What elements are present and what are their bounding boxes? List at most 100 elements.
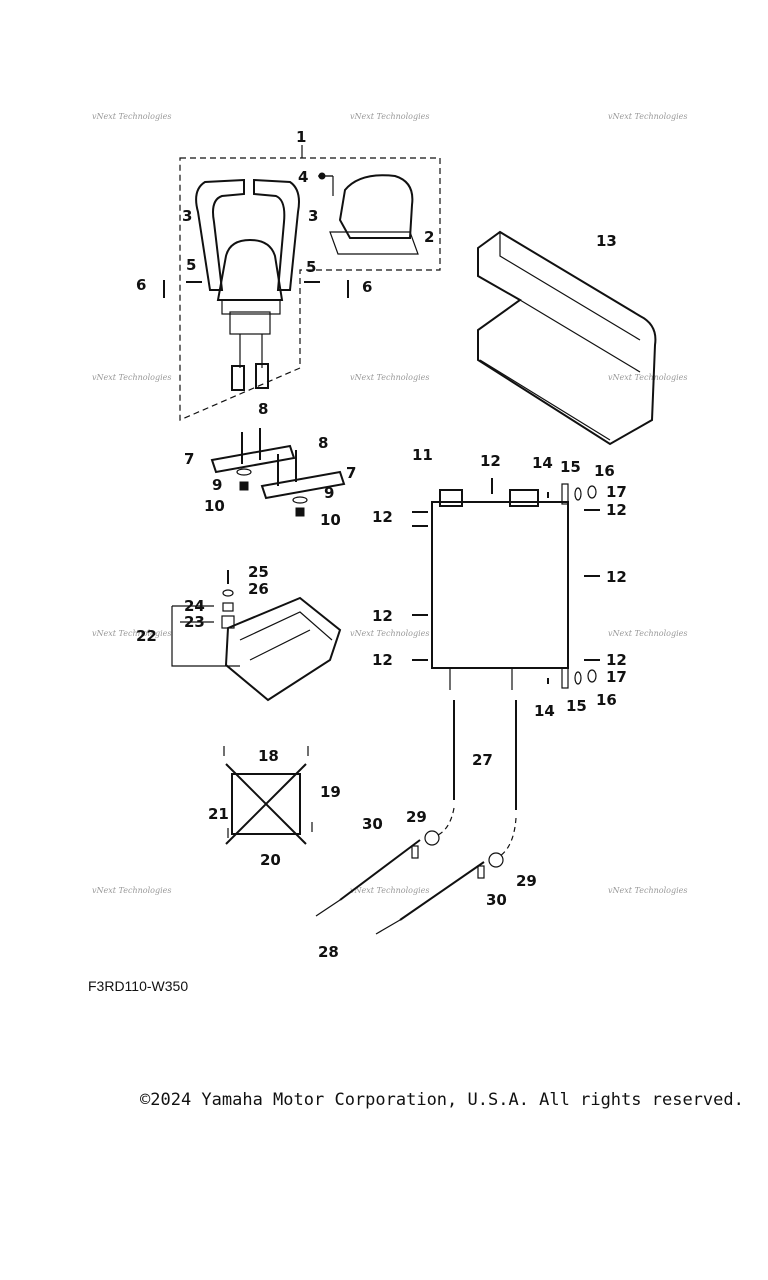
remote-mechanism [229,311,271,335]
callout-29: 29 [516,872,537,890]
callout-30: 30 [362,815,383,833]
callout-1: 1 [296,128,306,146]
watermarks: vNext Technologies vNext Technologies vN… [92,112,687,895]
part-13-detail [479,232,641,441]
grommet-15 [561,483,569,505]
screws-12 [412,478,600,661]
callout-12: 12 [480,452,501,470]
callout-8: 8 [318,434,328,452]
washer-17 [587,669,597,683]
callout-12: 12 [606,651,627,669]
collar-24 [222,602,234,612]
watermark: vNext Technologies [350,629,429,638]
remote-control-body [216,238,284,301]
screws-upper [163,172,349,298]
part-13-cover [477,230,657,446]
nut-10 [239,481,249,491]
callout-17: 17 [606,483,627,501]
watermark: vNext Technologies [92,886,171,895]
grommet-15 [561,667,569,689]
callout-15: 15 [560,458,581,476]
callout-18: 18 [258,747,279,765]
callout-26: 26 [248,580,269,598]
assembly-1-outline [179,157,441,421]
seal-30 [411,845,419,859]
callout-6: 6 [362,278,372,296]
callout-10: 10 [320,511,341,529]
callout-6: 6 [136,276,146,294]
callout-9: 9 [324,484,334,502]
part-3-right-bracket [253,178,300,291]
callout-3: 3 [308,207,318,225]
part-7-bracket-right [260,470,346,500]
callout-12: 12 [372,651,393,669]
washer-9 [236,468,252,476]
collar-16 [574,487,582,501]
part-2-base [329,231,419,255]
callout-13: 13 [596,232,617,250]
watermark: vNext Technologies [350,886,429,895]
part-22-module [224,596,342,702]
callout-29: 29 [406,808,427,826]
callout-5: 5 [186,256,196,274]
callout-19: 19 [320,783,341,801]
remote-base [221,299,281,315]
connector-29 [424,830,440,846]
callout-7: 7 [184,450,194,468]
callout-23: 23 [184,613,205,631]
callout-28: 28 [318,943,339,961]
watermark: vNext Technologies [608,886,687,895]
washer-9 [292,496,308,504]
watermark: vNext Technologies [92,373,171,382]
cable-28-end [375,919,401,935]
connection-guide [435,807,455,837]
callout-30: 30 [486,891,507,909]
connector-left [231,365,245,391]
watermark: vNext Technologies [350,373,429,382]
watermark: vNext Technologies [608,112,687,121]
watermark: vNext Technologies [608,629,687,638]
connection-guide [499,817,517,857]
callout-9: 9 [212,476,222,494]
watermark: vNext Technologies [608,373,687,382]
board-connector-left [439,489,463,507]
washer-17 [587,485,597,499]
watermark: vNext Technologies [92,629,171,638]
part-3-left-bracket [195,178,245,291]
watermark: vNext Technologies [350,112,429,121]
cable-28-upper [339,839,421,901]
small-parts-14-17 [547,483,597,689]
nut-10 [295,507,305,517]
callout-labels: 1 2 3 3 4 5 5 6 6 7 7 8 8 9 9 10 10 11 1… [136,128,627,961]
leader [171,605,240,667]
callout-16: 16 [594,462,615,480]
callout-12: 12 [372,607,393,625]
washer-26 [222,589,234,597]
part-22-detail [239,611,333,661]
callout-12: 12 [606,568,627,586]
callout-20: 20 [260,851,281,869]
callout-2: 2 [424,228,434,246]
watermark: vNext Technologies [92,112,171,121]
collar-16 [574,671,582,685]
callout-12: 12 [606,501,627,519]
part-11-board [431,501,569,669]
callout-12: 12 [372,508,393,526]
callout-14: 14 [532,454,553,472]
part-2-control-head [338,174,414,239]
connector-right [255,363,269,389]
connector-29 [488,852,504,868]
drawing-code: F3RD110-W350 [88,978,189,994]
callout-3: 3 [182,207,192,225]
board-connector-right [509,489,539,507]
part-19-bracket [231,773,301,835]
callout-7: 7 [346,464,356,482]
part-20-strap [225,763,307,845]
callout-16: 16 [596,691,617,709]
callout-27: 27 [472,751,493,769]
callout-5: 5 [306,258,316,276]
callout-11: 11 [412,446,433,464]
callout-8: 8 [258,400,268,418]
callout-10: 10 [204,497,225,515]
